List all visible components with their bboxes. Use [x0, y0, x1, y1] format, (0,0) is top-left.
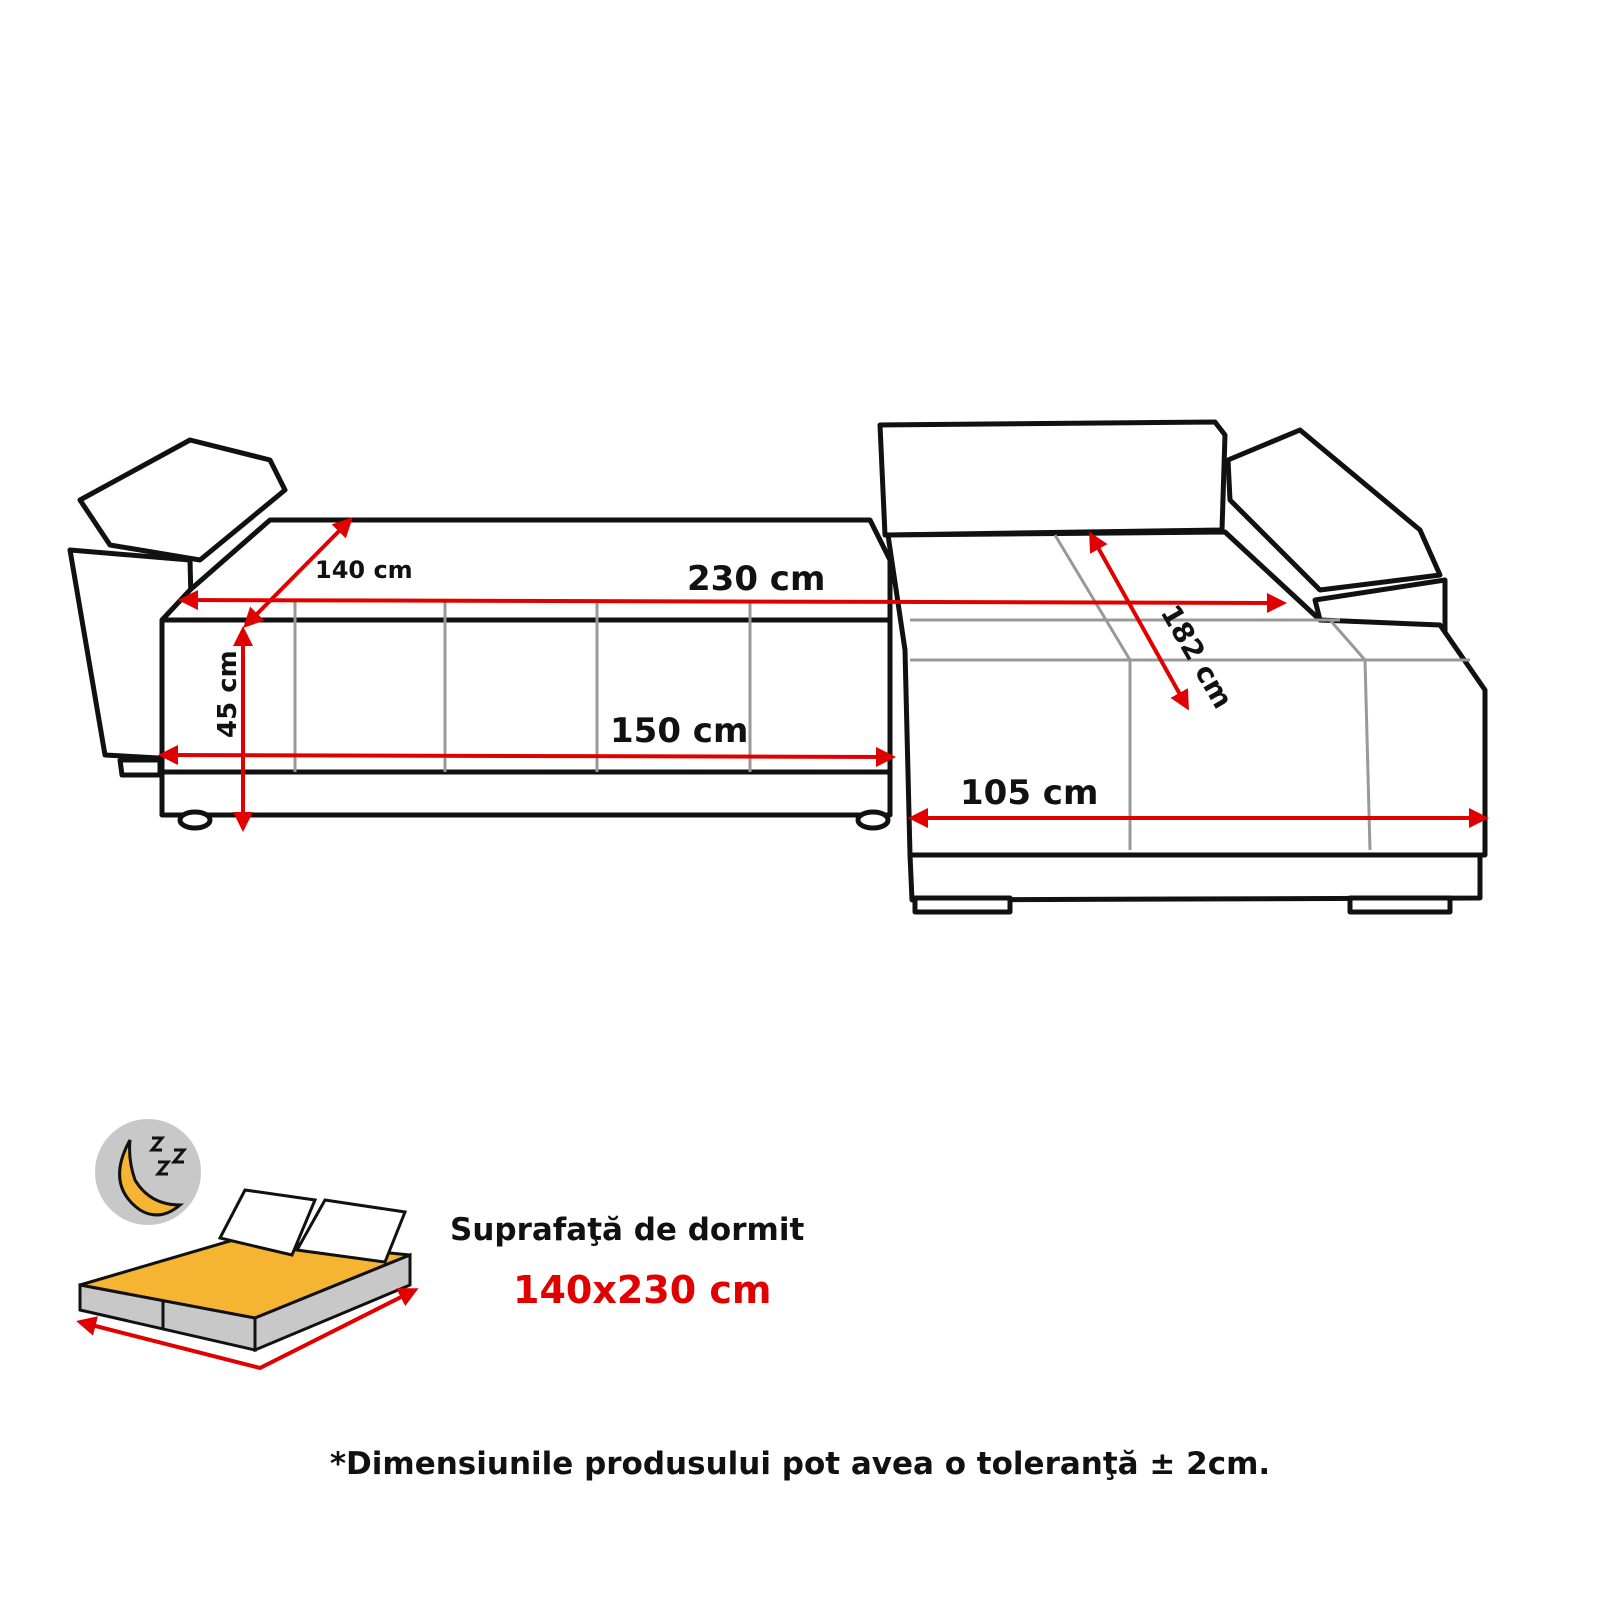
- label-depth-bed: 140 cm: [315, 556, 413, 584]
- sleeping-area-title: Suprafaţă de dormit: [450, 1212, 805, 1248]
- sofa-outline: [67, 419, 1488, 915]
- sleeping-area-size: 140x230 cm: [513, 1268, 772, 1312]
- label-sofa-width: 150 cm: [610, 711, 748, 751]
- sleep-z-icon: [148, 1136, 188, 1176]
- arrow-sofa-width: [158, 745, 896, 767]
- sleeping-bed-icon: [76, 1119, 419, 1371]
- dimension-arrows: [158, 517, 1489, 832]
- label-chaise-width: 105 cm: [960, 773, 1098, 813]
- label-seat-height: 45 cm: [213, 650, 243, 738]
- arrow-chaise-length: [1089, 531, 1189, 711]
- label-total-width: 230 cm: [687, 559, 825, 599]
- moon-icon: [118, 1139, 185, 1217]
- tolerance-footnote: *Dimensiunile produsului pot avea o tole…: [329, 1446, 1271, 1482]
